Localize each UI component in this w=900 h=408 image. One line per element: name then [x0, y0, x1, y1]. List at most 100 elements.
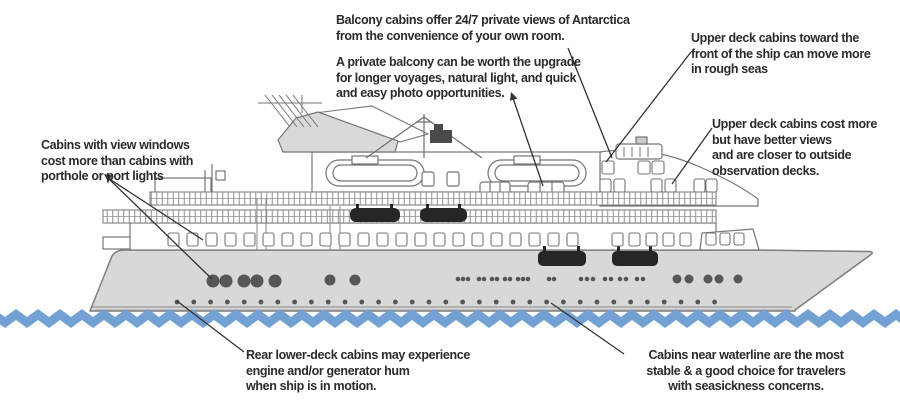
porthole	[672, 274, 682, 284]
deck-a-windows-fwd	[645, 232, 658, 247]
deck-a-windows	[528, 232, 541, 247]
deck-a-windows	[395, 232, 408, 247]
porthole	[268, 274, 282, 288]
stern-equipment	[215, 170, 226, 181]
waterline-porthole	[527, 299, 533, 305]
waterline-porthole	[460, 299, 465, 305]
ship-hull	[89, 249, 874, 312]
porthole	[515, 276, 521, 282]
funnel-and-masts	[258, 94, 483, 159]
deck-a-windows	[243, 232, 256, 247]
porthole	[684, 274, 694, 284]
annotation-upper-cost: Upper deck cabins cost more but have bet…	[712, 117, 877, 178]
funnel	[277, 111, 399, 153]
porthole	[476, 276, 482, 282]
deck-a-windows	[452, 232, 465, 247]
bulwark-windows	[719, 232, 731, 246]
leader-near-waterline	[550, 302, 625, 355]
wheelhouse	[615, 143, 663, 160]
bulwark-windows	[733, 232, 745, 246]
deck-a-windows	[490, 232, 503, 247]
deck-a-windows	[205, 232, 218, 247]
deck-b2-windows	[613, 178, 626, 193]
deck-c-windows	[637, 160, 651, 175]
deck-c-windows	[651, 160, 665, 175]
waterline-porthole	[342, 299, 348, 305]
waterline-porthole	[225, 299, 230, 305]
porthole	[590, 276, 596, 282]
porthole	[324, 274, 336, 286]
porthole	[237, 274, 251, 288]
portholes	[174, 274, 743, 305]
porthole	[507, 276, 513, 282]
waterline-porthole	[678, 299, 684, 305]
leader-upper-front	[605, 51, 692, 163]
waterline-porthole	[325, 299, 331, 305]
deck-a-windows	[509, 232, 522, 247]
waterline-porthole	[376, 299, 381, 305]
waterline-porthole	[493, 299, 499, 305]
waterline-porthole	[561, 299, 566, 305]
deck-a-windows	[167, 232, 180, 247]
railing-bands	[102, 191, 717, 224]
annotation-rear-lower: Rear lower-deck cabins may experience en…	[246, 348, 470, 393]
lounge-window-module	[325, 155, 425, 187]
deck-a-windows	[566, 232, 579, 247]
deck-a-windows	[262, 232, 275, 247]
porthole	[634, 276, 640, 282]
deck-a-windows	[547, 232, 560, 247]
porthole	[608, 276, 614, 282]
porthole	[481, 276, 487, 282]
leader-upper-cost	[671, 127, 713, 185]
deck-a-windows	[319, 232, 332, 247]
porthole	[520, 276, 526, 282]
leader-private-balcony	[512, 97, 544, 187]
waterline-porthole	[241, 299, 247, 305]
annotation-upper-front: Upper deck cabins toward the front of th…	[691, 31, 871, 76]
deck-a-windows	[357, 232, 370, 247]
leader-rear-lower	[176, 300, 245, 353]
deck-a-windows-fwd	[628, 232, 641, 247]
deck-a-windows	[300, 232, 313, 247]
waterline-porthole	[258, 299, 264, 305]
waterline-porthole	[174, 299, 180, 305]
porthole	[578, 276, 584, 282]
mast-equipment-box	[430, 130, 452, 143]
leader-balcony-offer	[567, 47, 613, 159]
wheelhouse-roofbox	[635, 136, 648, 145]
waterline-porthole	[208, 299, 214, 305]
waterline-porthole	[628, 299, 633, 305]
waterline-porthole	[409, 299, 415, 305]
arrowhead	[510, 92, 518, 101]
deck-a-windows	[414, 232, 427, 247]
leader-lines	[104, 47, 713, 355]
deck-a-windows	[376, 232, 389, 247]
deck-a-windows-fwd	[662, 232, 675, 247]
waterline-porthole	[611, 299, 617, 305]
lounge-window-module	[487, 155, 587, 187]
cabin-windows	[167, 160, 745, 247]
deck-b-window	[446, 171, 460, 187]
porthole	[465, 276, 471, 282]
porthole	[494, 276, 500, 282]
waterline-porthole	[544, 299, 549, 305]
deck-a-windows	[281, 232, 294, 247]
deck-a-windows-fwd	[611, 232, 624, 247]
porthole	[714, 274, 724, 284]
waterline-porthole	[359, 299, 365, 305]
waterline-porthole	[292, 299, 297, 305]
porthole	[546, 276, 552, 282]
leader-view-windows-b	[107, 177, 213, 280]
waterline-porthole	[594, 299, 600, 305]
waterline-porthole	[275, 299, 281, 305]
porthole	[455, 276, 461, 282]
deck-b2-windows	[705, 178, 718, 193]
porthole	[460, 276, 466, 282]
porthole	[250, 274, 264, 288]
deck-b2-windows	[693, 178, 706, 193]
water	[0, 309, 900, 328]
deck-a-windows	[471, 232, 484, 247]
bulwark-windows	[705, 232, 717, 246]
